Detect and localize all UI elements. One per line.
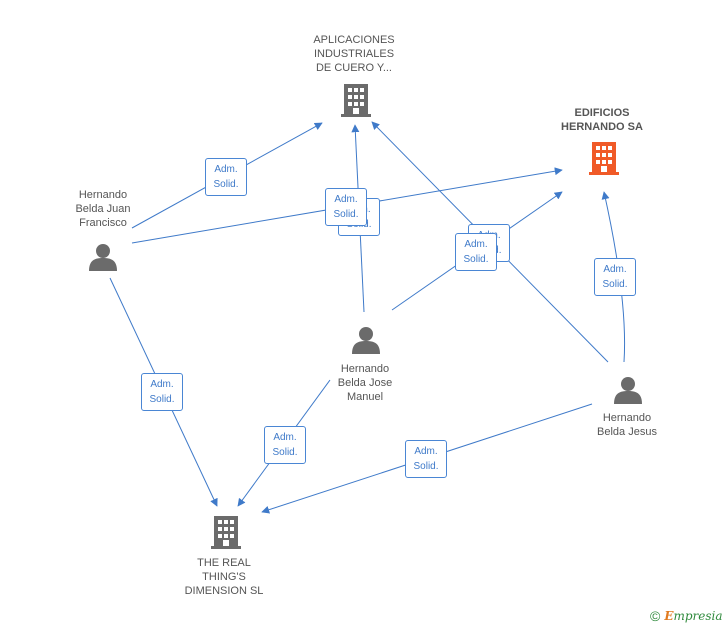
building-icon-highlight[interactable]: [589, 142, 619, 175]
person-icon[interactable]: [352, 327, 380, 354]
brand-logo[interactable]: Empresia: [664, 609, 723, 623]
company-label-real-things[interactable]: THE REAL THING'S DIMENSION SL: [184, 557, 264, 597]
person-label-jesus[interactable]: Hernando Belda Jesus: [597, 412, 657, 438]
edge-label-role: Adm. Solid.: [141, 373, 183, 411]
company-label-edificios[interactable]: EDIFICIOS HERNANDO SA: [561, 107, 643, 133]
building-icon[interactable]: [211, 516, 241, 549]
copyright-symbol: ©: [650, 608, 661, 624]
person-label-juan-francisco[interactable]: Hernando Belda Juan Francisco: [75, 189, 131, 229]
building-icon[interactable]: [341, 84, 371, 117]
edge-label-role: Adm. Solid.: [455, 233, 497, 271]
edge-label-role: Adm. Solid.: [264, 426, 306, 464]
edge-label-role: Adm. Solid.: [205, 158, 247, 196]
footer-brand: © Empresia: [650, 608, 723, 624]
person-label-jose-manuel[interactable]: Hernando Belda Jose Manuel: [337, 363, 393, 403]
person-icon[interactable]: [89, 244, 117, 271]
edge-label-role: Adm. Solid.: [405, 440, 447, 478]
company-label-aplicaciones[interactable]: APLICACIONES INDUSTRIALES DE CUERO Y...: [313, 34, 395, 74]
edge-label-role: Adm. Solid.: [594, 258, 636, 296]
person-icon[interactable]: [614, 377, 642, 404]
edge-label-role: Adm. Solid.: [325, 188, 367, 226]
